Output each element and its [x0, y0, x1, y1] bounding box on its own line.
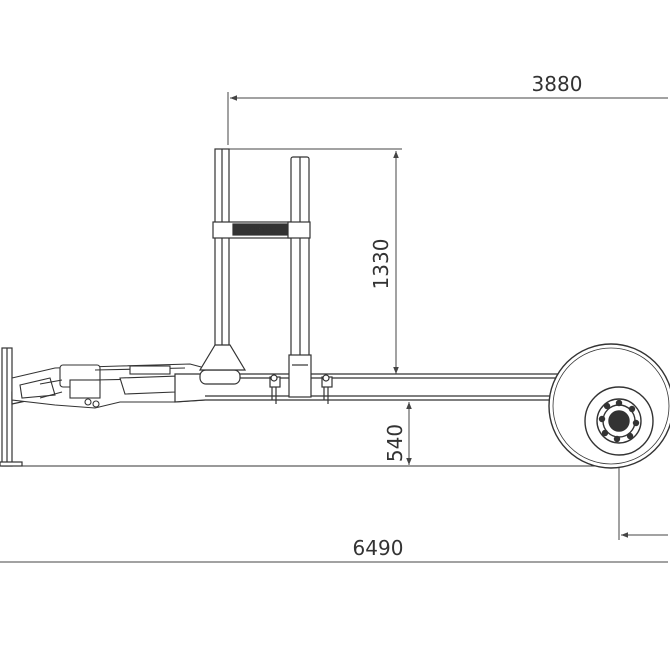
dimension-upright-height: 1330: [225, 148, 402, 374]
jockey-stand: [0, 347, 41, 467]
trailer-wheel: [548, 343, 670, 469]
dimension-label-top-length: 3880: [532, 72, 583, 96]
dimension-frame-height: 540: [383, 402, 412, 465]
front-upright-stanchion: COUNTRY: [198, 148, 306, 371]
dimension-overall-length: 6490: [0, 536, 668, 563]
rear-upright-tube: [287, 156, 312, 398]
main-chassis-beam: [174, 369, 561, 404]
dimension-label-frame-height: 540: [383, 424, 407, 462]
dimension-label-overall-length: 6490: [353, 536, 404, 560]
dimension-label-upright-height: 1330: [369, 239, 393, 290]
upright-brand-label: COUNTRY: [247, 227, 276, 234]
dimension-top-length: 3880: [227, 72, 668, 145]
